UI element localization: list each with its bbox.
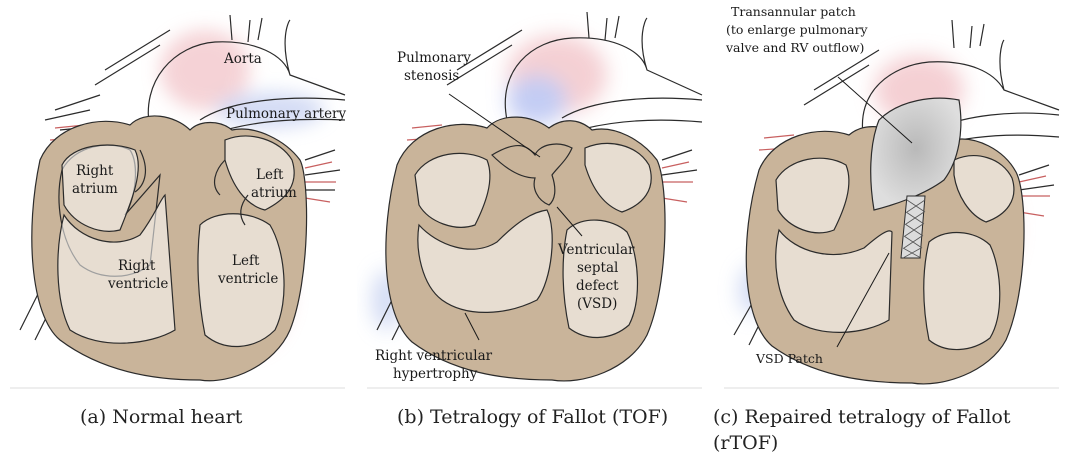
label-rvh-line2: hypertrophy — [393, 366, 478, 382]
label-right-atrium-line1: Right — [76, 163, 114, 179]
label-pulmonary-stenosis-line2: stenosis — [404, 68, 459, 84]
label-vsd-line3: defect — [576, 278, 619, 294]
label-left-atrium-line1: Left — [256, 167, 284, 183]
label-left-ventricle-line2: ventricle — [217, 271, 278, 287]
panel-normal-heart: Aorta Pulmonary artery Right atrium Left… — [0, 0, 355, 392]
panel-tof: Pulmonary stenosis Ventricular septal de… — [357, 0, 711, 392]
caption-normal-heart: (a) Normal heart — [80, 404, 242, 430]
label-vsd-patch: VSD Patch — [755, 351, 823, 366]
rtof-heart-diagram: Transannular patch (to enlarge pulmonary… — [714, 0, 1070, 392]
caption-tof: (b) Tetralogy of Fallot (TOF) — [397, 404, 668, 430]
label-vsd-line4: (VSD) — [577, 296, 617, 312]
label-left-ventricle-line1: Left — [232, 253, 260, 269]
label-pulmonary-artery: Pulmonary artery — [226, 106, 347, 122]
label-right-ventricle-line1: Right — [118, 258, 156, 274]
label-left-atrium-line2: atrium — [251, 185, 297, 201]
label-rvh-line1: Right ventricular — [375, 348, 493, 364]
caption-rtof-line2: (rTOF) — [713, 430, 1011, 456]
label-right-atrium-line2: atrium — [72, 181, 118, 197]
normal-heart-diagram: Aorta Pulmonary artery Right atrium Left… — [0, 0, 355, 392]
tof-heart-diagram: Pulmonary stenosis Ventricular septal de… — [357, 0, 711, 392]
label-right-ventricle-line2: ventricle — [107, 276, 168, 292]
caption-rtof: (c) Repaired tetralogy of Fallot (rTOF) — [713, 404, 1011, 456]
label-patch-line1: Transannular patch — [731, 4, 856, 19]
label-aorta: Aorta — [223, 51, 262, 67]
label-vsd-line1: Ventricular — [557, 242, 635, 258]
label-vsd-line2: septal — [577, 260, 618, 276]
label-patch-line2: (to enlarge pulmonary — [726, 22, 869, 37]
label-patch-line3: valve and RV outflow) — [725, 40, 864, 55]
panel-rtof: Transannular patch (to enlarge pulmonary… — [714, 0, 1070, 392]
caption-rtof-line1: (c) Repaired tetralogy of Fallot — [713, 404, 1011, 430]
label-pulmonary-stenosis-line1: Pulmonary — [397, 50, 471, 66]
